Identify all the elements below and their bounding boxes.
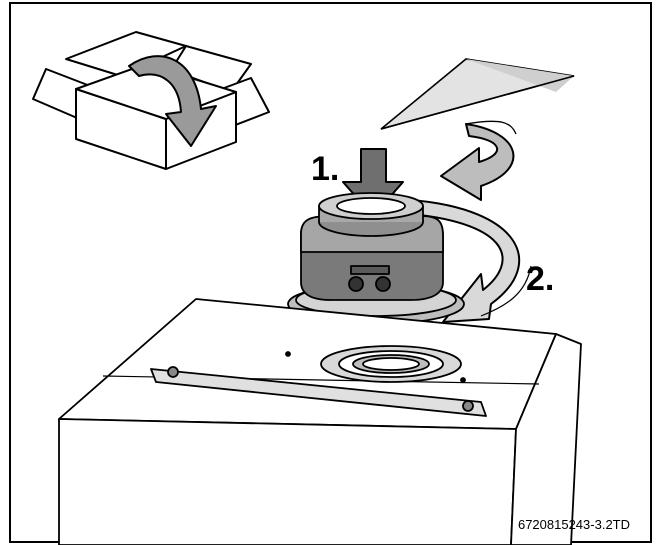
step-2-arrow <box>410 199 532 323</box>
rotate-arrow-icon <box>440 120 517 201</box>
step-2-label: 2. <box>526 260 555 298</box>
unpack-box-icon <box>32 31 270 170</box>
instruction-sheet-icon <box>380 58 575 130</box>
step-1-label: 1. <box>311 150 340 188</box>
boiler-unit <box>58 298 582 545</box>
installation-illustration <box>32 31 582 545</box>
figure-id: 6720815243-3.2TD <box>517 517 630 532</box>
down-arrow-icon <box>128 55 217 147</box>
figure-frame: 1. 2. 6720815243-3.2TD <box>9 2 652 545</box>
